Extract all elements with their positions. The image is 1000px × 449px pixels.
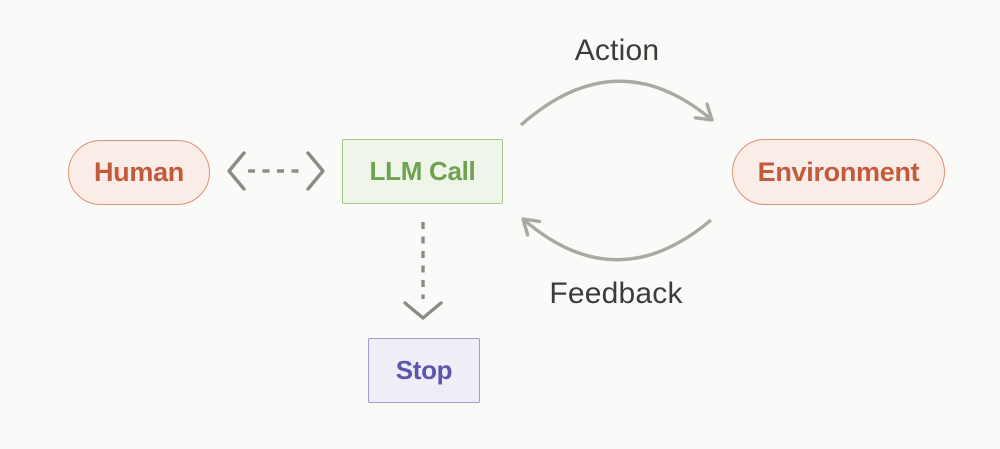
node-stop-label: Stop — [395, 355, 453, 385]
feedback-arrow — [521, 217, 713, 262]
feedback-edge-label: Feedback — [549, 277, 683, 310]
node-environment-label: Environment — [757, 156, 920, 187]
llmcall-stop-dashed-arrow — [403, 222, 443, 320]
human-llmcall-dashed-arrow — [227, 151, 325, 191]
node-human: Human — [68, 140, 210, 205]
action-arrow — [519, 79, 714, 127]
node-environment: Environment — [732, 139, 945, 205]
node-human-label: Human — [93, 157, 184, 187]
action-edge-label: Action — [574, 34, 660, 67]
node-llm-call: LLM Call — [342, 139, 503, 204]
node-stop: Stop — [368, 338, 480, 403]
node-llm-call-label: LLM Call — [369, 156, 476, 186]
